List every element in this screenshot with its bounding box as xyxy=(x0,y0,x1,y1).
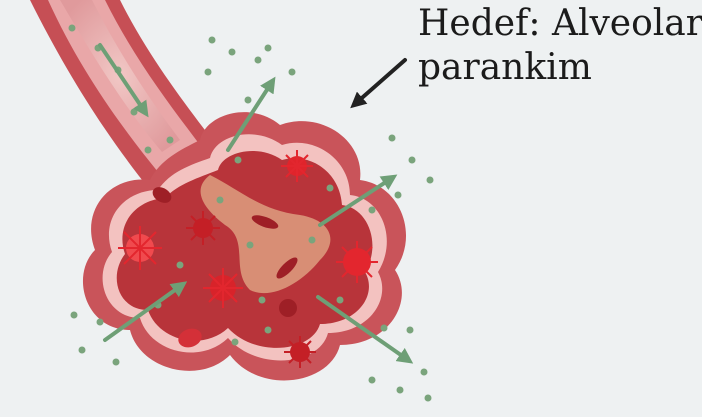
particle-icon xyxy=(369,207,376,214)
particle-icon xyxy=(113,359,120,366)
particle-icon xyxy=(427,177,434,184)
particle-icon xyxy=(209,37,216,44)
pathogen-icon xyxy=(203,268,243,308)
particle-icon xyxy=(397,387,404,394)
particle-icon xyxy=(327,185,334,192)
particle-icon xyxy=(247,242,254,249)
annotation-line-1: Hedef: Alveolar xyxy=(418,2,702,46)
particle-icon xyxy=(265,327,272,334)
particle-icon xyxy=(381,325,388,332)
pathogen-icon xyxy=(336,241,378,283)
particle-icon xyxy=(289,69,296,76)
particle-icon xyxy=(337,297,344,304)
particle-icon xyxy=(309,237,316,244)
pathogen-icon xyxy=(118,226,162,270)
annotation-line-2: parankim xyxy=(418,46,702,90)
particle-icon xyxy=(409,157,416,164)
particle-icon xyxy=(217,197,224,204)
pathogen-icon xyxy=(186,211,220,245)
particle-icon xyxy=(235,157,242,164)
particle-icon xyxy=(205,69,212,76)
particle-icon xyxy=(407,327,414,334)
particle-icon xyxy=(232,339,239,346)
particle-icon xyxy=(421,369,428,376)
particle-icon xyxy=(245,97,252,104)
particle-icon xyxy=(265,45,272,52)
particle-icon xyxy=(79,347,86,354)
particle-icon xyxy=(177,262,184,269)
particle-icon xyxy=(259,297,266,304)
particle-icon xyxy=(69,25,76,32)
particle-icon xyxy=(369,377,376,384)
particle-icon xyxy=(229,49,236,56)
particle-icon xyxy=(425,395,432,402)
particle-icon xyxy=(71,312,78,319)
pointer-arrow-icon xyxy=(355,60,405,104)
particle-icon xyxy=(167,137,174,144)
particle-icon xyxy=(97,319,104,326)
particle-icon xyxy=(255,57,262,64)
particle-icon xyxy=(389,135,396,142)
target-annotation: Hedef: Alveolar parankim xyxy=(418,2,702,90)
blood-cell-icon xyxy=(279,299,297,317)
particle-icon xyxy=(131,109,138,116)
particle-icon xyxy=(145,147,152,154)
particle-icon xyxy=(395,192,402,199)
